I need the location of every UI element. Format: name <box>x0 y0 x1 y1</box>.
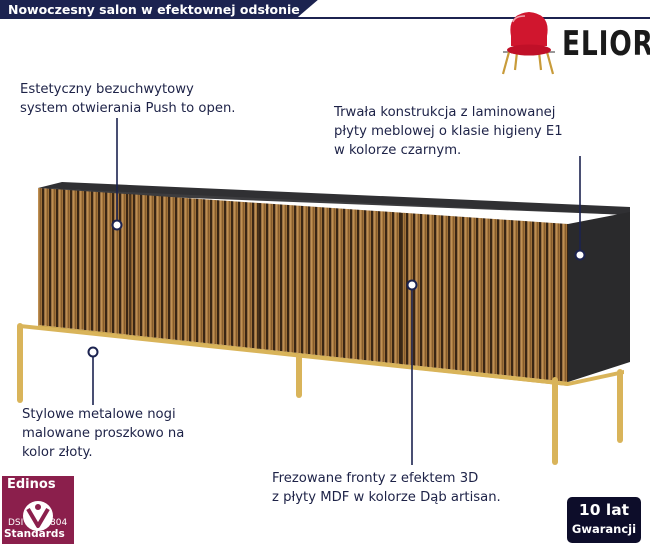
note-line: system otwierania Push to open. <box>20 101 236 116</box>
edinos-dsi: DSI <box>8 518 24 528</box>
note-line: w kolorze czarnym. <box>334 143 462 158</box>
note-line: Trwała konstrukcja z laminowanej <box>334 105 556 120</box>
note-line: płyty meblowej o klasie higieny E1 <box>334 124 563 139</box>
note-line: Stylowe metalowe nogi <box>22 407 176 422</box>
page-title: Nowoczesny salon w efektownej odsłonie <box>0 0 318 19</box>
note-fronts: Frezowane fronty z efektem 3D z płyty MD… <box>272 469 501 507</box>
edinos-badge <box>2 476 74 544</box>
warranty-label: Gwarancji <box>571 522 637 536</box>
edinos-number: 804 <box>50 518 68 528</box>
callout-dot <box>111 219 123 231</box>
note-line: malowane proszkowo na <box>22 426 185 441</box>
note-push-to-open: Estetyczny bezuchwytowy system otwierani… <box>20 80 236 118</box>
warranty-years: 10 lat <box>578 501 630 519</box>
note-legs: Stylowe metalowe nogi malowane proszkowo… <box>22 405 184 462</box>
note-line: kolor złoty. <box>22 445 93 460</box>
note-line: z płyty MDF w kolorze Dąb artisan. <box>272 490 501 505</box>
note-line: Estetyczny bezuchwytowy <box>20 82 194 97</box>
red-chair-logo-icon <box>501 12 555 75</box>
edinos-standards: Standards <box>4 528 65 540</box>
note-board: Trwała konstrukcja z laminowanej płyty m… <box>334 103 563 160</box>
warranty-badge: 10 lat Gwarancji <box>567 497 641 543</box>
edinos-name: Edinos <box>7 477 56 492</box>
header-rule <box>0 17 650 19</box>
note-line: Frezowane fronty z efektem 3D <box>272 471 479 486</box>
brand-name: ELIOR <box>562 24 650 64</box>
